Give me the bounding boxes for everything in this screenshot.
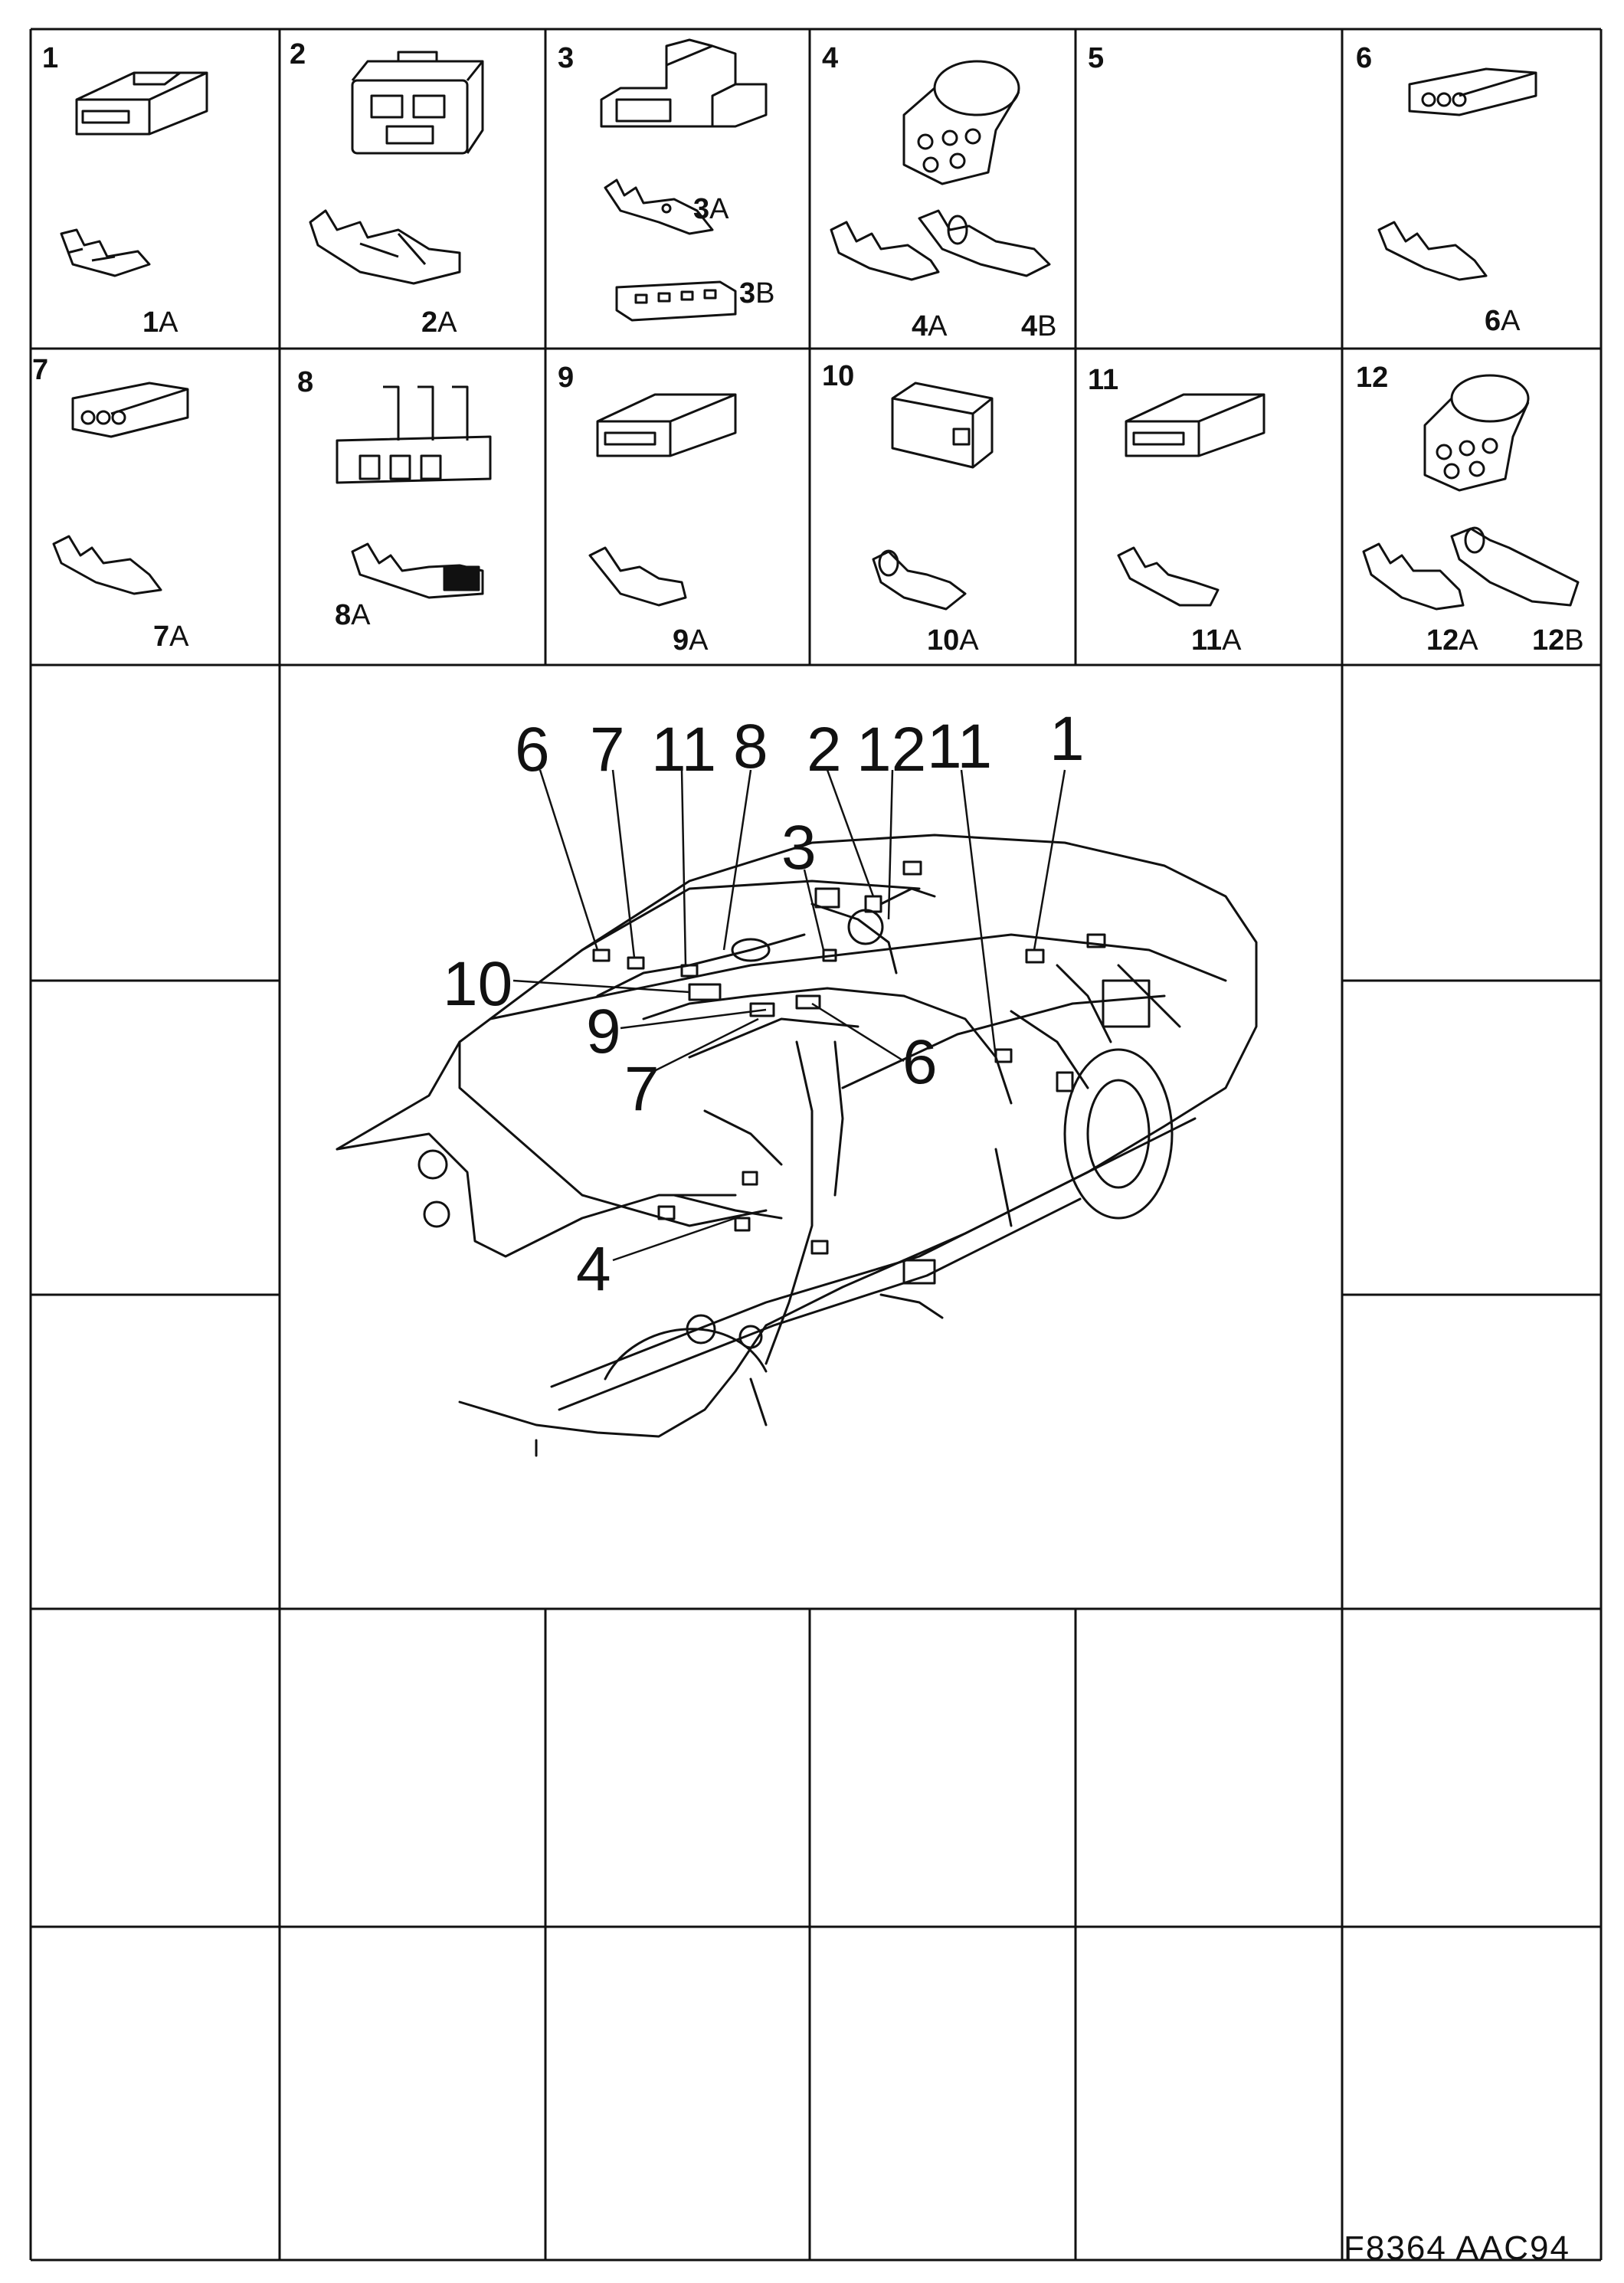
callout-2: 2 [807,715,842,784]
cell-number-5: 5 [1088,42,1105,74]
terminal-7a [52,535,162,595]
part-label-1a: 1A [142,306,178,339]
callout-4: 4 [576,1234,611,1304]
terminal-9a [588,546,687,607]
callout-9: 9 [586,997,621,1066]
connector-9-housing [596,393,737,457]
terminal-8a [351,542,484,599]
cell-number-12: 12 [1356,362,1389,394]
part-label-12b: 12B [1532,624,1584,657]
reference-code: F8364 AAC94 [1344,2229,1570,2267]
connector-1-housing [75,71,208,136]
callout-1: 1 [1049,704,1085,774]
cell-number-11: 11 [1088,364,1119,396]
cell-number-1: 1 [42,42,59,74]
callout-7-top: 7 [590,715,625,784]
callout-12: 12 [856,715,927,784]
part-label-6a: 6A [1485,305,1521,337]
connector-2-housing [351,51,484,155]
cell-number-3: 3 [558,42,575,74]
terminal-10a [872,549,967,611]
part-label-3b: 3B [739,277,775,310]
callout-3: 3 [781,813,817,883]
callout-11-left: 11 [651,715,717,784]
connector-7-housing [71,382,189,438]
connector-drawings [52,38,1580,611]
part-label-3a: 3A [693,193,729,225]
terminal-12a [1362,542,1465,611]
part-label-11a: 11A [1191,624,1242,657]
cell-number-10: 10 [822,360,855,392]
connector-3-housing [600,38,768,128]
callout-11-right: 11 [927,712,993,781]
part-label-8a: 8A [335,599,371,631]
callout-6-top: 6 [515,715,550,784]
terminal-6a [1377,221,1488,281]
part-label-4a: 4A [912,310,948,342]
callout-10: 10 [443,949,513,1019]
terminal-2a [309,209,461,285]
callout-8: 8 [733,712,768,781]
terminal-4b [918,209,1051,277]
cell-number-6: 6 [1356,42,1373,74]
connector-10-housing [891,382,994,469]
part-label-2a: 2A [421,306,457,339]
part-label-12a: 12A [1426,624,1478,657]
connector-8-housing [336,385,492,484]
cell-number-7: 7 [32,354,49,386]
cell-number-2: 2 [290,38,306,70]
cell-number-4: 4 [822,42,839,74]
connector-12-housing [1423,374,1530,492]
terminal-3a [604,179,714,235]
callout-6-bottom: 6 [902,1027,938,1097]
terminal-1a [60,228,151,277]
connector-11-housing [1125,393,1265,457]
part-label-4b: 4B [1021,310,1057,342]
part-label-10a: 10A [927,624,979,657]
cell-number-9: 9 [558,362,575,394]
part-label-7a: 7A [153,621,189,653]
strip-3b [615,280,737,322]
terminal-4a [830,221,940,281]
terminal-11a [1117,546,1220,607]
cell-number-8: 8 [297,366,314,398]
part-label-9a: 9A [673,624,709,657]
connector-4-housing [902,60,1020,185]
terminal-12b [1450,526,1580,607]
callout-7-bottom: 7 [624,1054,660,1124]
connector-6-housing [1408,67,1537,116]
